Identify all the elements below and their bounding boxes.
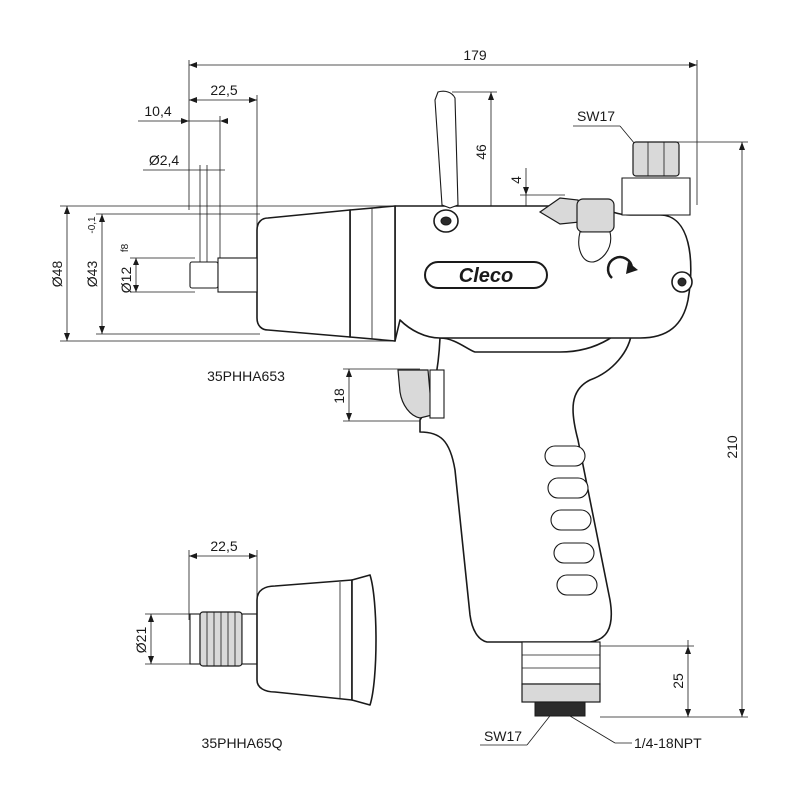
model-main: 35PHHA653	[207, 368, 285, 384]
tool-nose	[349, 205, 396, 342]
tool-spindle	[189, 261, 219, 289]
tool-chuck	[256, 209, 351, 338]
dim-lever-height: 46	[473, 144, 489, 160]
brand-logo: Cleco	[459, 265, 513, 287]
dim-spindle-length: 10,4	[144, 103, 171, 119]
dim-nose-diameter: Ø43	[84, 261, 100, 288]
dim-spindle-diameter: Ø12	[118, 267, 134, 294]
hex-nut-top	[632, 141, 680, 177]
dimension-labels: 179 22,5 10,4 Ø2,4 Ø48 Ø43 -0,1 Ø12 f8 4…	[49, 47, 740, 751]
logo-plate	[424, 261, 548, 289]
dim-offset: 4	[508, 176, 524, 184]
dim-trigger-height: 18	[331, 388, 347, 404]
dim-chuck-length: 22,5	[210, 82, 237, 98]
dim-pin-diameter: Ø2,4	[149, 152, 180, 168]
callout-wrench-top: SW17	[577, 108, 615, 124]
dim-body-diameter: Ø48	[49, 261, 65, 288]
air-inlet	[521, 641, 601, 685]
rotation-direction-icon	[606, 255, 638, 279]
dim-overall-height: 210	[724, 435, 740, 459]
model-variant: 35PHHA65Q	[202, 735, 283, 751]
dim-nose-tolerance: -0,1	[87, 216, 98, 234]
dim-overall-length: 179	[463, 47, 487, 63]
dim-quick-chuck-diameter: Ø21	[133, 627, 149, 654]
reverse-lever	[434, 90, 459, 209]
dim-spindle-fit: f8	[120, 243, 131, 252]
quick-chuck-variant	[189, 574, 377, 706]
tool-handle	[419, 317, 633, 643]
dim-quick-chuck-length: 22,5	[210, 538, 237, 554]
dim-inlet-height: 25	[670, 673, 686, 689]
callout-wrench-bottom: SW17	[484, 728, 522, 744]
trigger	[397, 369, 433, 419]
callout-air-inlet: 1/4-18NPT	[634, 735, 702, 751]
grip-ribs	[544, 445, 598, 596]
tool-main-view: Cleco	[189, 90, 693, 717]
